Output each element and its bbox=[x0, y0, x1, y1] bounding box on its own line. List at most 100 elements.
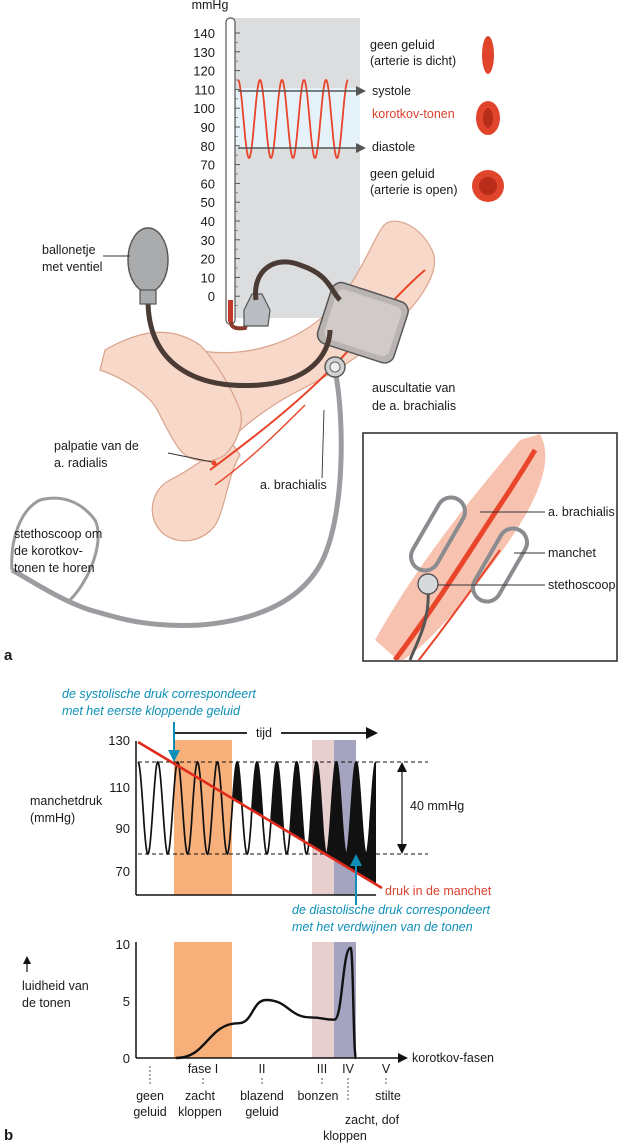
mercury-level bbox=[228, 300, 233, 322]
gauge-tick-label: 130 bbox=[193, 45, 215, 60]
legend-no-sound-closed: geen geluid bbox=[370, 38, 435, 52]
systolic-note-2: met het eerste kloppende geluid bbox=[62, 704, 241, 718]
diastole-arrowhead bbox=[356, 143, 366, 153]
top-ytick-90: 90 bbox=[116, 821, 130, 836]
bulb bbox=[127, 227, 169, 293]
diastolic-note-2: met het verdwijnen van de tonen bbox=[292, 920, 473, 934]
diastolic-note-1: de diastolische druk correspondeert bbox=[292, 903, 491, 917]
loudness-arrowhead bbox=[23, 956, 31, 964]
gauge-tick-label: 20 bbox=[201, 252, 215, 267]
gauge-tick-label: 40 bbox=[201, 214, 215, 229]
gauge-tick-label: 110 bbox=[194, 82, 215, 97]
systole-arrowhead bbox=[356, 86, 366, 96]
inset-artery-label: a. brachialis bbox=[548, 505, 615, 519]
bottom-ylabel-2: de tonen bbox=[22, 996, 71, 1010]
desc-soft-2: kloppen bbox=[178, 1105, 222, 1119]
gauge-tick-label: 90 bbox=[201, 120, 215, 135]
phase-dividers bbox=[149, 1066, 387, 1100]
legend-no-sound-open: geen geluid bbox=[370, 167, 435, 181]
pressure-oscillation-fill bbox=[228, 762, 376, 885]
radial-artery-line bbox=[214, 404, 306, 486]
top-ytick-110: 110 bbox=[109, 780, 130, 795]
ausc-label-1: auscultatie van bbox=[372, 381, 455, 395]
bottom-x-arrowhead bbox=[398, 1053, 408, 1063]
panel-a: mmHg 1401301201101009080706050403020100 … bbox=[4, 0, 618, 664]
bulb-valve bbox=[139, 289, 157, 305]
range-arrow-down bbox=[397, 844, 407, 854]
radial-pulse-point bbox=[211, 460, 217, 466]
palp-label-2: a. radialis bbox=[54, 456, 108, 470]
systolic-note-1: de systolische druk correspondeert bbox=[62, 687, 256, 701]
loudness-curve bbox=[175, 946, 358, 1060]
gauge-tick-label: 0 bbox=[208, 289, 215, 304]
inset-cuff-lower bbox=[471, 526, 529, 604]
desc-dull-2: kloppen bbox=[323, 1129, 367, 1143]
inset-cuff-label: manchet bbox=[548, 546, 596, 560]
top-ylabel-1: manchetdruk bbox=[30, 794, 103, 808]
legend-diastole: diastole bbox=[372, 140, 415, 154]
gauge-tick-label: 140 bbox=[193, 26, 215, 41]
palp-leader bbox=[167, 452, 213, 463]
stethoscope-tube bbox=[10, 369, 344, 628]
brach-label: a. brachialis bbox=[260, 478, 327, 492]
legend-artery-closed: (arterie is dicht) bbox=[370, 54, 456, 68]
bulb-label-1: ballonetje bbox=[42, 243, 96, 257]
legend-systole: systole bbox=[372, 84, 411, 98]
korotkov-phases-label: korotkov-fasen bbox=[412, 1051, 494, 1065]
panel-b-label: b bbox=[4, 1127, 13, 1144]
inset-cuff-upper bbox=[409, 495, 467, 573]
time-arrowhead bbox=[366, 727, 378, 739]
desc-dull-1: zacht, dof bbox=[345, 1113, 400, 1127]
systolic-pointer-head bbox=[168, 750, 180, 762]
ausc-label-2: de a. brachialis bbox=[372, 399, 456, 413]
bottom-ytick-10: 10 bbox=[116, 937, 130, 952]
artery-partial-lumen bbox=[483, 108, 493, 128]
stethoscope-earpieces bbox=[10, 496, 100, 602]
desc-silence: stilte bbox=[375, 1089, 401, 1103]
steth-label-3: tonen te horen bbox=[14, 561, 95, 575]
bulb-label-2: met ventiel bbox=[42, 260, 102, 274]
gauge-tick-label: 70 bbox=[201, 158, 215, 173]
loud-phase-1-band bbox=[174, 942, 232, 1058]
inset-steth-tube bbox=[408, 589, 430, 661]
gauge-tick-label: 50 bbox=[201, 195, 215, 210]
desc-none-1: geen bbox=[136, 1089, 164, 1103]
desc-blow-2: geluid bbox=[245, 1105, 278, 1119]
loud-phase-3-band bbox=[312, 942, 334, 1058]
palp-label-1: palpatie van de bbox=[54, 439, 139, 453]
phase-label-2: II bbox=[259, 1062, 266, 1076]
top-ylabel-2: (mmHg) bbox=[30, 811, 75, 825]
artery-open-lumen bbox=[479, 177, 497, 195]
panel-a-label: a bbox=[4, 647, 13, 664]
artery-closed-icon bbox=[482, 36, 494, 74]
legend-korotkov: korotkov-tonen bbox=[372, 107, 455, 121]
panel-b-bottom: 10 5 0 luidheid van de tonen korotkov-fa… bbox=[4, 937, 494, 1144]
legend-artery-open: (arterie is open) bbox=[370, 183, 458, 197]
gauge-tick-label: 30 bbox=[201, 233, 215, 248]
mercury-tube bbox=[229, 317, 250, 331]
inset-branch bbox=[417, 549, 501, 660]
phase-label-1: fase I bbox=[188, 1062, 219, 1076]
inset-arm bbox=[375, 434, 546, 660]
range-label: 40 mmHg bbox=[410, 799, 464, 813]
desc-none-2: geluid bbox=[133, 1105, 166, 1119]
bottom-ylabel-1: luidheid van bbox=[22, 979, 89, 993]
inset-steth-label: stethoscoop bbox=[548, 578, 615, 592]
korotkov-oscillation bbox=[237, 78, 349, 160]
cuff-pressure-line bbox=[137, 740, 383, 890]
desc-soft-1: zacht bbox=[185, 1089, 215, 1103]
cuff bbox=[316, 281, 409, 364]
panel-b-top: de systolische druk correspondeert met h… bbox=[30, 687, 492, 934]
gauge-valve bbox=[243, 293, 271, 327]
phase-label-3: III bbox=[317, 1062, 327, 1076]
steth-label-1: stethoscoop om bbox=[14, 527, 102, 541]
diastolic-pointer-head bbox=[350, 854, 362, 866]
gauge-tick-label: 10 bbox=[201, 270, 215, 285]
gauge-background bbox=[234, 18, 360, 318]
gauge-tick-label: 100 bbox=[193, 101, 215, 116]
examiner-hand bbox=[99, 331, 242, 462]
gauge-tube bbox=[253, 259, 342, 302]
mercury-column bbox=[225, 17, 236, 325]
